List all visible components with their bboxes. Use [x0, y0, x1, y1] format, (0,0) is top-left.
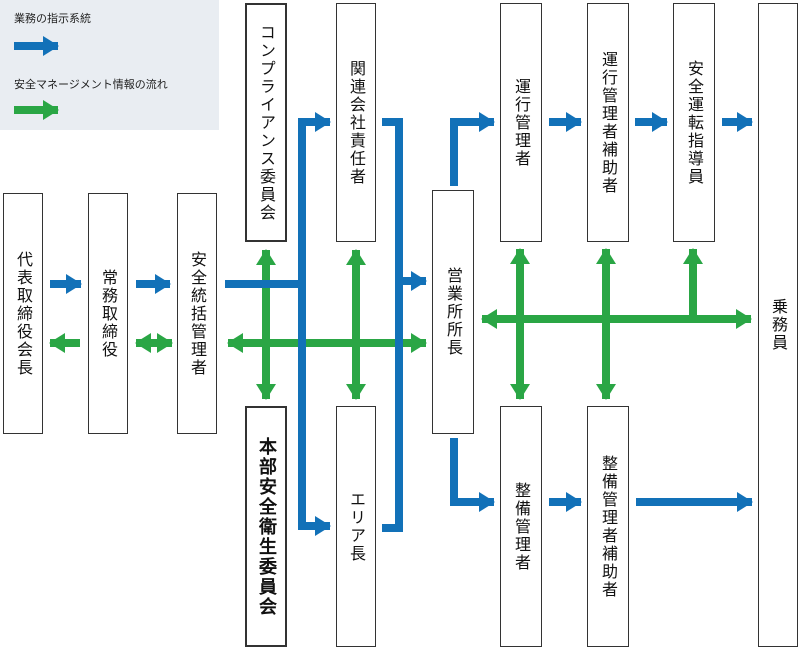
node-safety-manager-label: 安全統括管理者	[188, 250, 207, 377]
node-compliance-committee: コンプライアンス委員会	[245, 3, 287, 242]
node-office-manager-label: 営業所所長	[444, 267, 463, 357]
node-area-manager: エリア長	[336, 406, 376, 647]
node-maintenance-assistant-label: 整備管理者補助者	[599, 454, 618, 599]
blue-arrow-office-op	[450, 112, 495, 186]
node-ceo: 代表取締役会長	[3, 193, 43, 434]
legend-safety-label: 安全マネージメント情報の流れ	[14, 78, 168, 91]
blue-arrow-to-area	[298, 284, 331, 536]
legend-business-label: 業務の指示系統	[14, 12, 91, 25]
blue-arrow-office-maint	[450, 438, 495, 512]
node-safe-driving-instructor-label: 安全運転指導員	[685, 59, 704, 186]
node-safe-driving-instructor: 安全運転指導員	[673, 3, 715, 242]
node-compliance-committee-label: コンプライアンス委員会	[257, 23, 276, 222]
node-maintenance-manager-label: 整備管理者	[512, 481, 531, 572]
node-hq-safety-committee: 本部安全衛生委員会	[245, 406, 287, 647]
node-crew-label: 乗務員	[769, 298, 788, 352]
blue-bracket	[382, 118, 403, 532]
node-crew: 乗務員	[758, 3, 798, 647]
node-affiliate-responsible: 関連会社責任者	[336, 3, 376, 242]
node-maintenance-manager: 整備管理者	[500, 406, 542, 647]
node-safety-manager: 安全統括管理者	[177, 193, 217, 434]
node-office-manager: 営業所所長	[432, 190, 474, 434]
node-affiliate-responsible-label: 関連会社責任者	[347, 59, 366, 186]
node-maintenance-assistant: 整備管理者補助者	[587, 406, 629, 647]
blue-arrow-to-affiliate	[225, 112, 331, 288]
node-operation-assistant-label: 運行管理者補助者	[599, 50, 618, 195]
node-managing-director-label: 常務取締役	[99, 268, 118, 359]
node-operation-manager-label: 運行管理者	[512, 77, 531, 168]
node-area-manager-label: エリア長	[347, 490, 366, 563]
node-hq-safety-committee-label: 本部安全衛生委員会	[256, 436, 277, 617]
node-operation-manager: 運行管理者	[500, 3, 542, 242]
node-managing-director: 常務取締役	[88, 193, 128, 434]
node-ceo-label: 代表取締役会長	[14, 250, 33, 377]
node-operation-assistant: 運行管理者補助者	[587, 3, 629, 242]
